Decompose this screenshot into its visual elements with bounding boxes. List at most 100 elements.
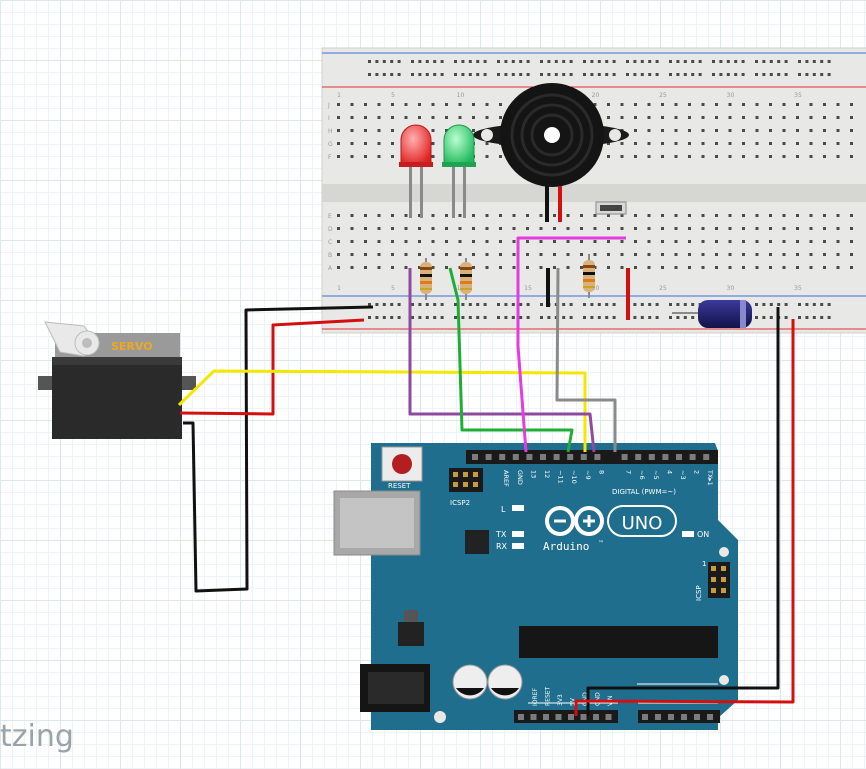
terminal-hole	[337, 142, 340, 145]
terminal-hole	[647, 214, 651, 217]
icsp2-label: ICSP2	[450, 499, 470, 507]
terminal-hole	[458, 103, 462, 106]
digital-pin-label: GND	[516, 470, 524, 485]
rail-hole	[497, 73, 500, 76]
digital-pin-label: ~11	[557, 470, 565, 484]
rail-hole	[433, 73, 437, 76]
terminal-hole	[728, 116, 732, 119]
terminal-hole	[431, 129, 435, 132]
rail-hole	[540, 60, 543, 63]
terminal-hole	[850, 116, 853, 119]
rail-hole	[569, 316, 573, 319]
rail-hole	[669, 303, 672, 306]
terminal-hole	[526, 214, 529, 217]
rail-hole	[519, 316, 523, 319]
terminal-hole	[391, 116, 394, 119]
terminal-hole	[674, 116, 678, 119]
terminal-hole	[526, 253, 529, 256]
rail-hole	[734, 60, 738, 63]
rail-hole	[476, 73, 480, 76]
terminal-hole	[364, 240, 367, 243]
terminal-hole	[647, 142, 651, 145]
terminal-hole	[769, 227, 772, 230]
row-letter: A	[328, 265, 333, 272]
rail-hole	[812, 316, 816, 319]
header-hole	[526, 454, 533, 460]
terminal-hole	[512, 266, 516, 269]
terminal-hole	[404, 116, 408, 119]
terminal-hole	[472, 253, 475, 256]
rail-hole	[461, 73, 465, 76]
terminal-hole	[350, 116, 354, 119]
rail-hole	[368, 60, 371, 63]
terminal-hole	[337, 227, 340, 230]
terminal-hole	[823, 129, 826, 132]
column-number: 5	[391, 285, 395, 292]
header-hole	[568, 714, 574, 720]
rail-hole	[683, 60, 687, 63]
header-hole	[655, 714, 661, 720]
terminal-hole	[404, 214, 408, 217]
rail-hole	[569, 73, 573, 76]
terminal-hole	[728, 227, 732, 230]
row-letter: I	[328, 115, 330, 122]
terminal-hole	[337, 266, 340, 269]
terminal-hole	[823, 240, 826, 243]
rail-hole	[648, 316, 652, 319]
icsp-label: ICSP	[695, 585, 703, 601]
rail-hole	[633, 60, 637, 63]
terminal-hole	[337, 103, 340, 106]
header-pin	[721, 577, 726, 582]
rail-hole	[597, 303, 601, 306]
rail-hole	[526, 303, 530, 306]
terminal-hole	[526, 266, 529, 269]
terminal-hole	[836, 240, 840, 243]
rail-hole	[583, 303, 586, 306]
power-pin-label: GND	[595, 692, 602, 706]
terminal-hole	[445, 227, 448, 230]
terminal-hole	[661, 116, 664, 119]
rail-hole	[511, 303, 515, 306]
rail-hole	[368, 73, 371, 76]
rail-hole	[468, 303, 472, 306]
terminal-hole	[715, 214, 718, 217]
terminal-hole	[742, 227, 745, 230]
digital-pin-label: 13	[529, 470, 537, 478]
icsp2-header	[449, 468, 483, 492]
terminal-hole	[796, 214, 799, 217]
rail-hole	[798, 60, 801, 63]
header-hole	[681, 714, 687, 720]
terminal-hole	[512, 253, 516, 256]
power-header-holes	[518, 714, 713, 720]
terminal-hole	[485, 155, 489, 158]
terminal-hole	[661, 142, 664, 145]
terminal-hole	[607, 240, 610, 243]
digital-pin-label: ~9	[584, 470, 592, 480]
terminal-hole	[688, 214, 691, 217]
rail-hole	[368, 303, 371, 306]
uno-badge	[607, 505, 677, 537]
terminal-hole	[350, 253, 354, 256]
rail-hole	[511, 60, 515, 63]
terminal-hole	[755, 142, 759, 145]
terminal-hole	[580, 227, 583, 230]
terminal-hole	[350, 214, 354, 217]
terminal-hole	[755, 253, 759, 256]
terminal-hole	[431, 214, 435, 217]
terminal-hole	[364, 116, 367, 119]
rail-hole	[425, 316, 429, 319]
terminal-hole	[539, 214, 543, 217]
fritzing-watermark: tzing	[0, 719, 74, 754]
rail-hole	[648, 303, 652, 306]
terminal-hole	[836, 227, 840, 230]
header-pin	[463, 482, 468, 487]
terminal-hole	[823, 142, 826, 145]
terminal-hole	[445, 266, 448, 269]
terminal-hole	[647, 155, 651, 158]
terminal-hole	[607, 142, 610, 145]
digital-pin-label: ~3	[679, 470, 687, 480]
icsp-header	[708, 562, 730, 598]
reset-button[interactable]	[381, 446, 423, 482]
wire-red-arduino-5v	[574, 319, 795, 716]
